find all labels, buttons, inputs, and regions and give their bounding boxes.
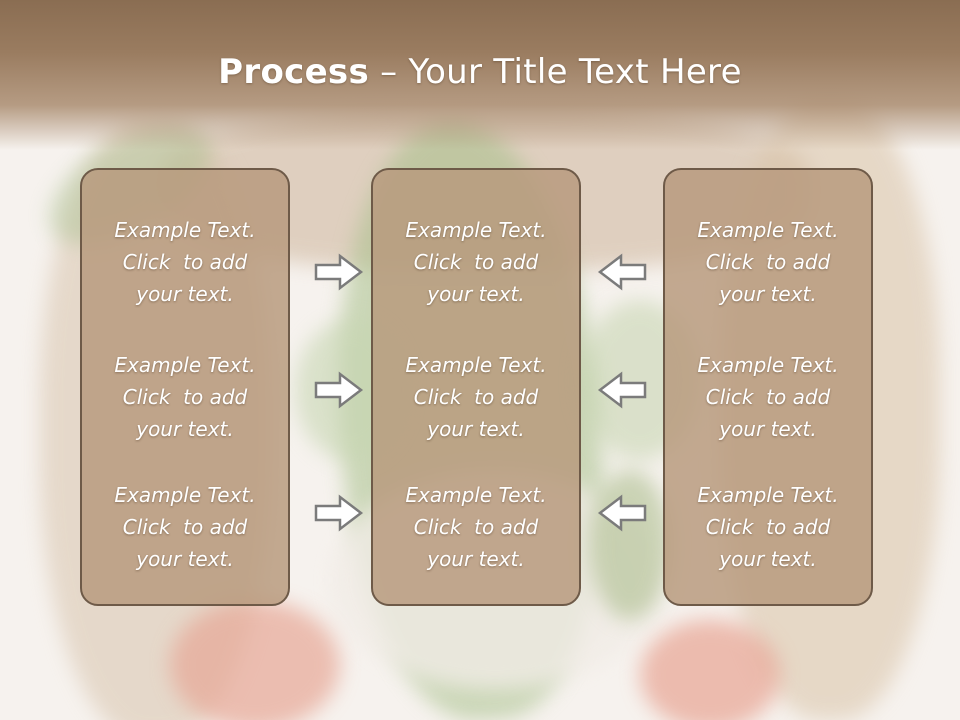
text-block[interactable]: Example Text. Click to add your text. bbox=[82, 349, 288, 445]
text-line: Click to add bbox=[705, 250, 831, 274]
right-arrow-icon bbox=[314, 252, 364, 292]
slide-title[interactable]: Process – Your Title Text Here bbox=[0, 52, 960, 92]
text-line: your text. bbox=[427, 282, 525, 306]
text-line: your text. bbox=[136, 547, 234, 571]
text-line: Click to add bbox=[413, 515, 539, 539]
tomato-shape bbox=[170, 600, 340, 720]
text-line: Example Text. bbox=[697, 218, 839, 242]
process-box-left[interactable]: Example Text. Click to add your text. Ex… bbox=[80, 168, 290, 606]
title-bar: Process – Your Title Text Here bbox=[0, 0, 960, 150]
left-arrow-icon bbox=[597, 370, 647, 410]
text-line: Click to add bbox=[413, 250, 539, 274]
text-block[interactable]: Example Text. Click to add your text. bbox=[373, 214, 579, 310]
text-line: Example Text. bbox=[697, 353, 839, 377]
text-line: your text. bbox=[719, 282, 817, 306]
herb-shape bbox=[590, 470, 670, 620]
text-line: Click to add bbox=[413, 385, 539, 409]
text-line: Example Text. bbox=[405, 483, 547, 507]
text-line: Click to add bbox=[122, 515, 248, 539]
text-block[interactable]: Example Text. Click to add your text. bbox=[665, 214, 871, 310]
text-line: your text. bbox=[719, 547, 817, 571]
text-line: Click to add bbox=[705, 385, 831, 409]
text-line: Example Text. bbox=[405, 353, 547, 377]
text-block[interactable]: Example Text. Click to add your text. bbox=[82, 479, 288, 575]
text-line: your text. bbox=[136, 282, 234, 306]
title-bold: Process bbox=[218, 52, 370, 92]
text-block[interactable]: Example Text. Click to add your text. bbox=[665, 349, 871, 445]
text-block[interactable]: Example Text. Click to add your text. bbox=[373, 479, 579, 575]
text-block[interactable]: Example Text. Click to add your text. bbox=[373, 349, 579, 445]
left-arrow-icon bbox=[597, 252, 647, 292]
right-arrow-icon bbox=[314, 493, 364, 533]
text-line: Example Text. bbox=[405, 218, 547, 242]
text-line: Example Text. bbox=[114, 353, 256, 377]
text-line: Example Text. bbox=[114, 218, 256, 242]
text-line: your text. bbox=[427, 417, 525, 441]
text-line: your text. bbox=[719, 417, 817, 441]
text-line: Click to add bbox=[122, 250, 248, 274]
text-line: your text. bbox=[136, 417, 234, 441]
text-line: your text. bbox=[427, 547, 525, 571]
process-box-center[interactable]: Example Text. Click to add your text. Ex… bbox=[371, 168, 581, 606]
title-rest: – Your Title Text Here bbox=[369, 52, 742, 92]
text-line: Example Text. bbox=[697, 483, 839, 507]
text-block[interactable]: Example Text. Click to add your text. bbox=[665, 479, 871, 575]
text-block[interactable]: Example Text. Click to add your text. bbox=[82, 214, 288, 310]
right-arrow-icon bbox=[314, 370, 364, 410]
text-line: Click to add bbox=[122, 385, 248, 409]
text-line: Click to add bbox=[705, 515, 831, 539]
left-arrow-icon bbox=[597, 493, 647, 533]
text-line: Example Text. bbox=[114, 483, 256, 507]
tomato-shape bbox=[640, 620, 780, 720]
process-box-right[interactable]: Example Text. Click to add your text. Ex… bbox=[663, 168, 873, 606]
